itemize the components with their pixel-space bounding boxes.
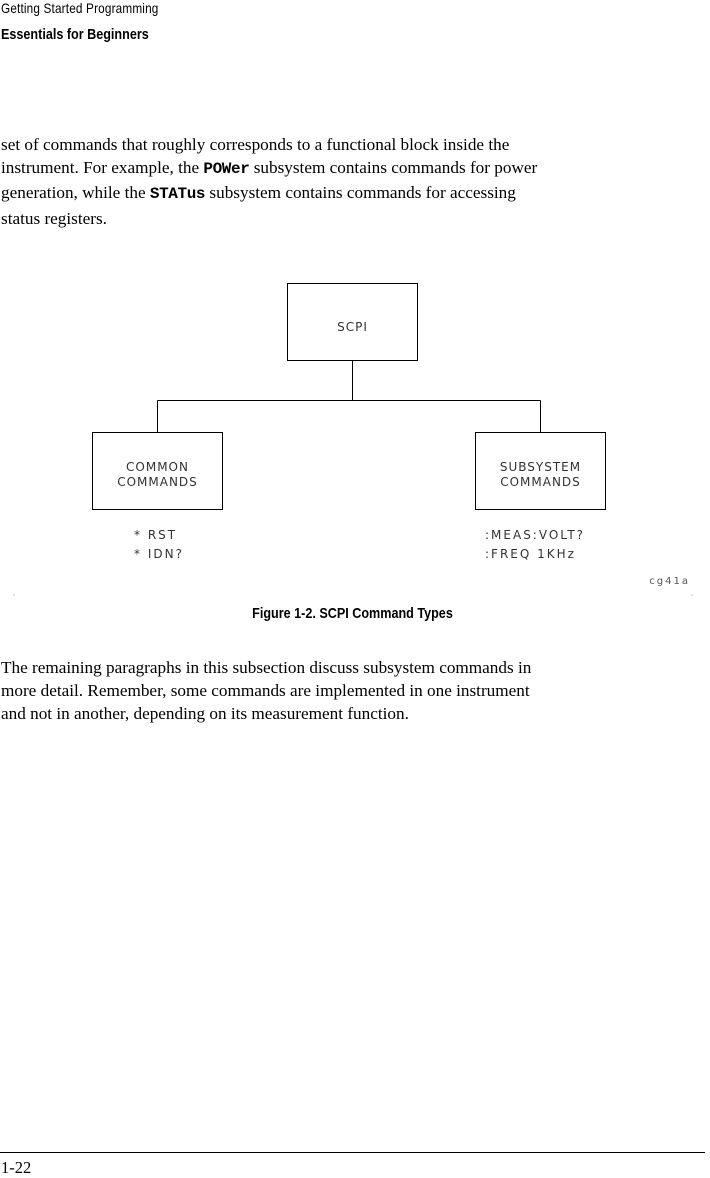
intro-line-1: set of commands that roughly corresponds… — [1, 135, 510, 154]
scpi-root-label: SCPI — [337, 320, 368, 334]
crop-mark-left — [13, 594, 15, 596]
intro-line-4: status registers. — [1, 208, 107, 228]
scpi-command-types-figure: SCPI COMMON COMMANDS SUBSYSTEM COMMANDS … — [0, 270, 710, 600]
intro-line-2: instrument. For example, the POWer subsy… — [1, 156, 710, 181]
status-keyword: STATus — [149, 185, 206, 204]
power-keyword: POWer — [203, 160, 250, 179]
subsystem-box-label-line-2: COMMANDS — [500, 475, 581, 489]
crop-mark-right — [691, 594, 693, 596]
common-example-idn: * IDN? — [134, 547, 184, 561]
intro-line-3: generation, while the STATus subsystem c… — [1, 181, 710, 206]
intro-line-3-start: generation, while the — [1, 183, 150, 203]
subsystem-example-freq: :FREQ 1KHz — [485, 547, 576, 561]
intro-paragraph: set of commands that roughly corresponds… — [1, 133, 710, 230]
closing-line-2: more detail. Remember, some commands are… — [1, 681, 530, 701]
page-number: 1-22 — [1, 1158, 32, 1177]
footer-rule — [0, 1152, 705, 1153]
subsystem-commands-box — [475, 432, 606, 510]
common-commands-box — [92, 432, 223, 510]
running-head-chapter: Getting Started Programming — [1, 0, 159, 16]
intro-line-2-end: subsystem contains commands for power — [249, 158, 538, 178]
figure-id-label: cg41a — [649, 576, 690, 587]
common-box-label-line-1: COMMON — [126, 460, 189, 474]
scpi-hierarchy-diagram: SCPI COMMON COMMANDS SUBSYSTEM COMMANDS … — [13, 283, 693, 596]
running-head-section: Essentials for Beginners — [1, 26, 149, 43]
closing-paragraph: The remaining paragraphs in this subsect… — [1, 656, 710, 726]
subsystem-example-meas-volt: :MEAS:VOLT? — [485, 528, 585, 542]
figure-caption: Figure 1-2. SCPI Command Types — [0, 605, 704, 622]
closing-line-3: and not in another, depending on its mea… — [1, 704, 409, 724]
intro-line-2-start: instrument. For example, the — [1, 158, 204, 178]
common-example-rst: * RST — [134, 528, 177, 542]
closing-line-1: The remaining paragraphs in this subsect… — [1, 658, 532, 677]
intro-line-3-end: subsystem contains commands for accessin… — [205, 183, 516, 203]
common-box-label-line-2: COMMANDS — [117, 475, 198, 489]
subsystem-box-label-line-1: SUBSYSTEM — [500, 460, 581, 474]
figure-caption-text: Figure 1-2. SCPI Command Types — [251, 605, 453, 622]
